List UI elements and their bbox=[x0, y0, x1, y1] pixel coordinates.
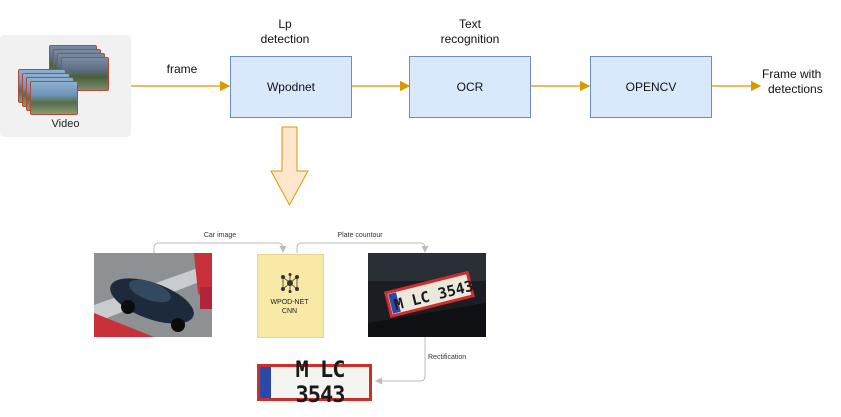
video-label: Video bbox=[51, 118, 80, 130]
process-wpodnet: Wpodnet bbox=[230, 56, 352, 118]
process-label: OCR bbox=[456, 80, 484, 94]
video-source-card bbox=[0, 35, 131, 137]
eu-band bbox=[260, 367, 271, 398]
step-caption-line1: Lp bbox=[278, 17, 292, 31]
rectification-label: Rectification bbox=[428, 354, 467, 361]
connector-rectification bbox=[375, 337, 426, 385]
neural-network-icon bbox=[281, 273, 299, 293]
process-label: OPENCV bbox=[625, 80, 677, 94]
output-label-line2: detections bbox=[768, 82, 823, 96]
cnn-label-line1: WPOD-NET bbox=[270, 299, 309, 306]
step-caption-line1: Text bbox=[458, 17, 481, 31]
step-caption-line2: recognition bbox=[440, 32, 500, 46]
process-opencv: OPENCV bbox=[590, 56, 712, 118]
output-label-line1: Frame with bbox=[762, 67, 822, 81]
plate-contour-photo: M LC 3543 bbox=[368, 253, 486, 337]
wpod-net-cnn-box bbox=[257, 254, 324, 338]
car-photo bbox=[94, 253, 212, 337]
step-caption-line2: detection bbox=[260, 32, 310, 46]
video-frame-thumb bbox=[30, 81, 78, 115]
connector-plate-contour bbox=[296, 242, 429, 253]
rectified-plate: M LC 3543 bbox=[257, 358, 372, 408]
rectified-plate-text: M LC 3543 bbox=[295, 357, 346, 408]
process-ocr: OCR bbox=[409, 56, 531, 118]
down-arrow bbox=[270, 126, 309, 207]
connector-car-image bbox=[153, 242, 287, 253]
cnn-label-line2: CNN bbox=[281, 308, 298, 315]
frame-edge-label: frame bbox=[166, 62, 198, 76]
car-image-label: Car image bbox=[203, 232, 237, 239]
wpod-net-cnn-label: WPOD-NET CNN bbox=[257, 298, 322, 316]
plate-contour-label: Plate countour bbox=[337, 232, 383, 239]
process-label: Wpodnet bbox=[266, 80, 316, 94]
